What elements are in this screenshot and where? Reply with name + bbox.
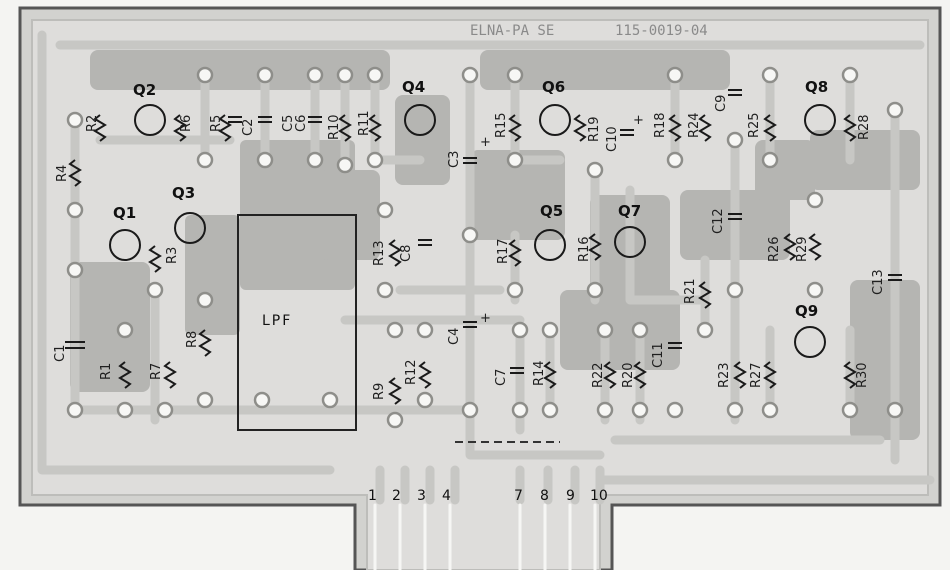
pin-1: 1 <box>368 488 377 504</box>
r3-label: R3 <box>165 247 180 264</box>
svg-text:+: + <box>633 113 644 128</box>
r13-label: R13 <box>372 240 387 266</box>
pin-9: 9 <box>566 488 575 504</box>
r26-label: R26 <box>767 236 782 262</box>
c13-label: C13 <box>871 269 886 295</box>
pin-2: 2 <box>392 488 401 504</box>
r11-label: R11 <box>357 110 372 136</box>
resistor-labels: R1 R2 R3 R4 R5 R6 R7 R8 R9 R10 R11 R12 R… <box>55 110 872 400</box>
connector-pins: 1 2 3 4 7 8 9 10 <box>368 488 608 504</box>
board-maker-text: ELNA-PA SE <box>470 23 554 39</box>
q6-label: Q6 <box>542 78 565 96</box>
c9-label: C9 <box>714 95 729 112</box>
capacitor-symbols <box>65 89 902 374</box>
r22-label: R22 <box>591 362 606 388</box>
q3-label: Q3 <box>172 184 195 202</box>
board-part-number: 115-0019-04 <box>615 23 708 39</box>
pin-3: 3 <box>417 488 426 504</box>
c4-label: C4 <box>447 328 462 345</box>
pads <box>66 66 904 429</box>
r9-label: R9 <box>372 383 387 400</box>
r17-label: R17 <box>496 238 511 264</box>
c10-label: C10 <box>605 126 620 152</box>
r5-label: R5 <box>209 115 224 132</box>
svg-text:+: + <box>480 135 491 150</box>
r24-label: R24 <box>687 112 702 138</box>
r16-label: R16 <box>577 236 592 262</box>
r30-label: R30 <box>855 362 870 388</box>
svg-text:+: + <box>480 311 491 326</box>
pin-4: 4 <box>442 488 451 504</box>
r4-label: R4 <box>55 165 70 182</box>
r19-label: R19 <box>587 116 602 142</box>
r7-label: R7 <box>149 363 164 380</box>
r23-label: R23 <box>717 362 732 388</box>
r8-label: R8 <box>185 331 200 348</box>
q1-label: Q1 <box>113 204 136 222</box>
r27-label: R27 <box>749 362 764 388</box>
q5-label: Q5 <box>540 202 563 220</box>
q2-label: Q2 <box>133 81 156 99</box>
resistor-symbols <box>68 114 857 405</box>
r21-label: R21 <box>683 278 698 304</box>
q8-label: Q8 <box>805 78 828 96</box>
r15-label: R15 <box>494 112 509 138</box>
traces <box>37 30 935 570</box>
r25-label: R25 <box>747 112 762 138</box>
c5-label: C5 <box>281 115 296 132</box>
r29-label: R29 <box>795 236 810 262</box>
r1-label: R1 <box>99 363 114 380</box>
r6-label: R6 <box>179 115 194 132</box>
lpf-block <box>237 214 357 431</box>
transistor-symbols <box>109 104 836 358</box>
c7-label: C7 <box>494 369 509 386</box>
pin-7: 7 <box>514 488 523 504</box>
pin-10: 10 <box>590 488 608 504</box>
r20-label: R20 <box>621 362 636 388</box>
pin-8: 8 <box>540 488 549 504</box>
q9-label: Q9 <box>795 302 818 320</box>
polarity-marks: + + + <box>480 113 644 326</box>
r18-label: R18 <box>653 112 668 138</box>
lpf-label: LPF <box>262 313 292 329</box>
capacitor-labels: C1 C2 C3 C4 C5 C6 C7 C8 C9 C10 C11 C12 C… <box>53 95 886 386</box>
c11-label: C11 <box>651 342 666 368</box>
r10-label: R10 <box>327 114 342 140</box>
r2-label: R2 <box>85 115 100 132</box>
c2-label: C2 <box>241 119 256 136</box>
r28-label: R28 <box>857 114 872 140</box>
c1-label: C1 <box>53 345 68 362</box>
r12-label: R12 <box>404 359 419 385</box>
c8-label: C8 <box>399 245 414 262</box>
c3-label: C3 <box>447 151 462 168</box>
r14-label: R14 <box>532 360 547 386</box>
q7-label: Q7 <box>618 202 641 220</box>
c12-label: C12 <box>711 208 726 234</box>
q4-label: Q4 <box>402 78 425 96</box>
c6-label: C6 <box>294 115 309 132</box>
